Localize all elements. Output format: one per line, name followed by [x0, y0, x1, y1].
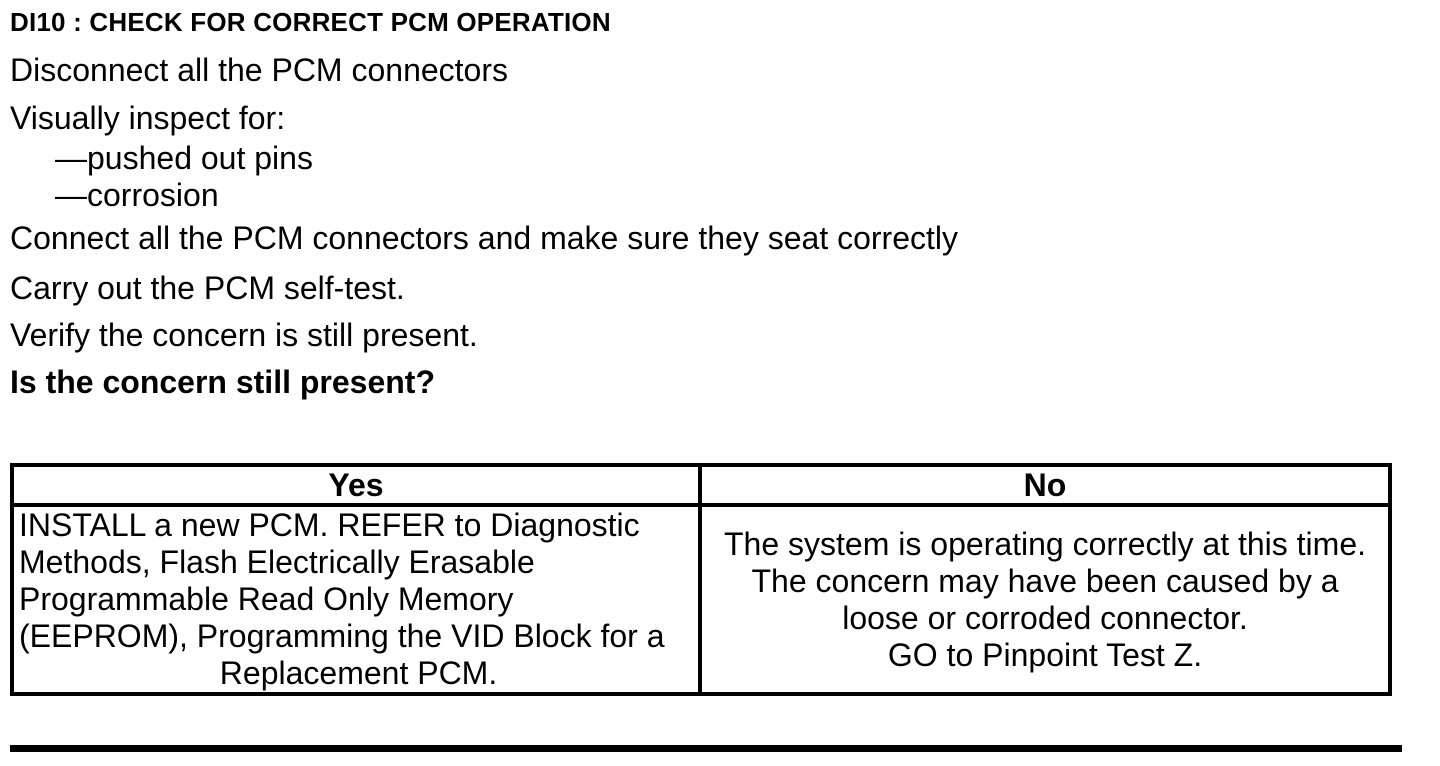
- inspect-item-pushed-out-pins: —pushed out pins: [55, 140, 313, 176]
- no-action-line: loose or corroded connector.: [842, 599, 1248, 636]
- inspect-item-corrosion: —corrosion: [55, 177, 219, 213]
- no-action-line: The system is operating correctly at thi…: [724, 525, 1366, 562]
- decision-table-action-row: INSTALL a new PCM. REFER to Diagnostic M…: [14, 507, 1388, 692]
- yes-action-line: INSTALL a new PCM. REFER to Diagnostic: [19, 507, 640, 543]
- inspect-item-list: —pushed out pins —corrosion: [10, 140, 1440, 214]
- decision-question: Is the concern still present?: [10, 364, 435, 400]
- yes-column-header: Yes: [14, 467, 702, 507]
- step-verify-concern: Verify the concern is still present.: [10, 317, 478, 353]
- no-action-line: GO to Pinpoint Test Z.: [887, 636, 1203, 673]
- yes-action-line: (EEPROM), Programming the VID Block for …: [19, 618, 665, 654]
- step-disconnect-connectors: Disconnect all the PCM connectors: [10, 52, 508, 88]
- step-visually-inspect: Visually inspect for:: [10, 100, 286, 136]
- decision-table-header: Yes No: [14, 467, 1388, 507]
- no-action-cell: The system is operating correctly at thi…: [702, 507, 1388, 692]
- step-pcm-self-test: Carry out the PCM self-test.: [10, 270, 405, 306]
- no-column-header: No: [702, 467, 1388, 507]
- decision-table-header-row: Yes No: [14, 467, 1388, 507]
- yes-no-decision-table: Yes No INSTALL a new PCM. REFER to Diagn…: [10, 463, 1392, 696]
- step-connect-connectors: Connect all the PCM connectors and make …: [10, 220, 958, 256]
- yes-action-cell: INSTALL a new PCM. REFER to Diagnostic M…: [14, 507, 702, 692]
- yes-action-line: Replacement PCM.: [219, 655, 498, 691]
- decision-table-body: INSTALL a new PCM. REFER to Diagnostic M…: [14, 507, 1388, 692]
- bottom-separator-rule: [10, 745, 1402, 752]
- procedure-title: DI10 : CHECK FOR CORRECT PCM OPERATION: [10, 7, 611, 37]
- yes-action-line: Programmable Read Only Memory: [19, 581, 514, 617]
- no-action-line: The concern may have been caused by a: [751, 562, 1339, 599]
- yes-action-line: Methods, Flash Electrically Erasable: [19, 544, 535, 580]
